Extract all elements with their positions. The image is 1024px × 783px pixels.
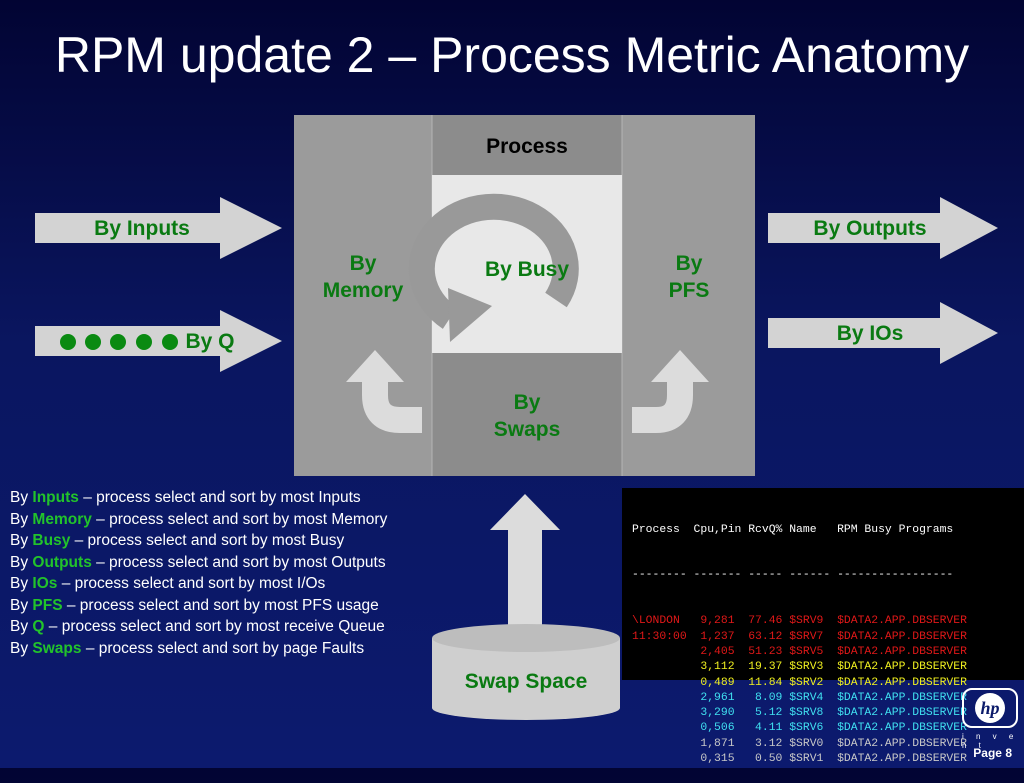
console-row: 0,506 4.11 $SRV6 $DATA2.APP.DBSERVER <box>632 722 967 735</box>
console-row: 3,290 5.12 $SRV8 $DATA2.APP.DBSERVER <box>632 707 967 720</box>
process-label: Process <box>486 135 568 158</box>
console-rows: \LONDON 9,281 77.46 $SRV9 $DATA2.APP.DBS… <box>632 614 1024 767</box>
hp-logo-text: hp <box>980 698 999 718</box>
legend-item: By IOs – process select and sort by most… <box>10 575 326 592</box>
legend-item: By Memory – process select and sort by m… <box>10 510 388 528</box>
by-busy-label: By Busy <box>484 258 570 281</box>
by-q-label: By Q <box>185 330 235 353</box>
console-row: 2,961 8.09 $SRV4 $DATA2.APP.DBSERVER <box>632 691 967 704</box>
page-number: Page 8 <box>973 746 1012 760</box>
console-row: 1,871 3.12 $SRV0 $DATA2.APP.DBSERVER <box>632 737 967 750</box>
by-inputs-label: By Inputs <box>94 217 190 240</box>
legend-item: By PFS – process select and sort by most… <box>10 596 379 614</box>
by-outputs-label: By Outputs <box>813 217 927 240</box>
console-row: 2,405 51.23 $SRV5 $DATA2.APP.DBSERVER <box>632 645 967 658</box>
slide-title: RPM update 2 – Process Metric Anatomy <box>54 27 970 83</box>
swap-space-label: Swap Space <box>464 670 588 693</box>
by-inputs-arrow <box>35 197 282 259</box>
by-outputs-arrow <box>768 197 998 259</box>
by-q-arrow <box>35 310 282 372</box>
console-row: 0,315 0.50 $SRV1 $DATA2.APP.DBSERVER <box>632 753 967 766</box>
legend-item: By Outputs – process select and sort by … <box>10 553 386 571</box>
legend-list: By Inputs – process select and sort by m… <box>10 487 387 659</box>
rpm-console: Process Cpu,Pin RcvQ% Name RPM Busy Prog… <box>622 488 1024 765</box>
swap-space-arrow <box>490 494 560 628</box>
swap-out-arrow <box>632 350 709 433</box>
legend-item: By Inputs – process select and sort by m… <box>10 489 361 506</box>
console-row: \LONDON 9,281 77.46 $SRV9 $DATA2.APP.DBS… <box>632 615 967 628</box>
legend-item: By Swaps – process select and sort by pa… <box>10 639 365 657</box>
by-ios-label: By IOs <box>836 322 904 345</box>
console-row: 3,112 19.37 $SRV3 $DATA2.APP.DBSERVER <box>632 661 967 674</box>
by-ios-arrow <box>768 302 998 364</box>
invent-tagline: i n v e n t <box>962 732 1019 750</box>
queue-dots <box>60 334 178 350</box>
legend-item: By Busy – process select and sort by mos… <box>10 532 345 549</box>
swap-space-cylinder <box>432 624 620 720</box>
console-header: Process Cpu,Pin RcvQ% Name RPM Busy Prog… <box>632 523 954 536</box>
legend-item: By Q – process select and sort by most r… <box>10 618 385 635</box>
console-row: 11:30:00 1,237 63.12 $SRV7 $DATA2.APP.DB… <box>632 630 967 643</box>
swap-in-arrow <box>346 350 422 433</box>
console-row: 0,489 11.84 $SRV2 $DATA2.APP.DBSERVER <box>632 676 967 689</box>
console-divider: -------- ------- ----- ------ ----------… <box>632 569 954 582</box>
busy-cycle-arrow <box>408 193 579 342</box>
hp-logo: hp <box>962 688 1018 728</box>
